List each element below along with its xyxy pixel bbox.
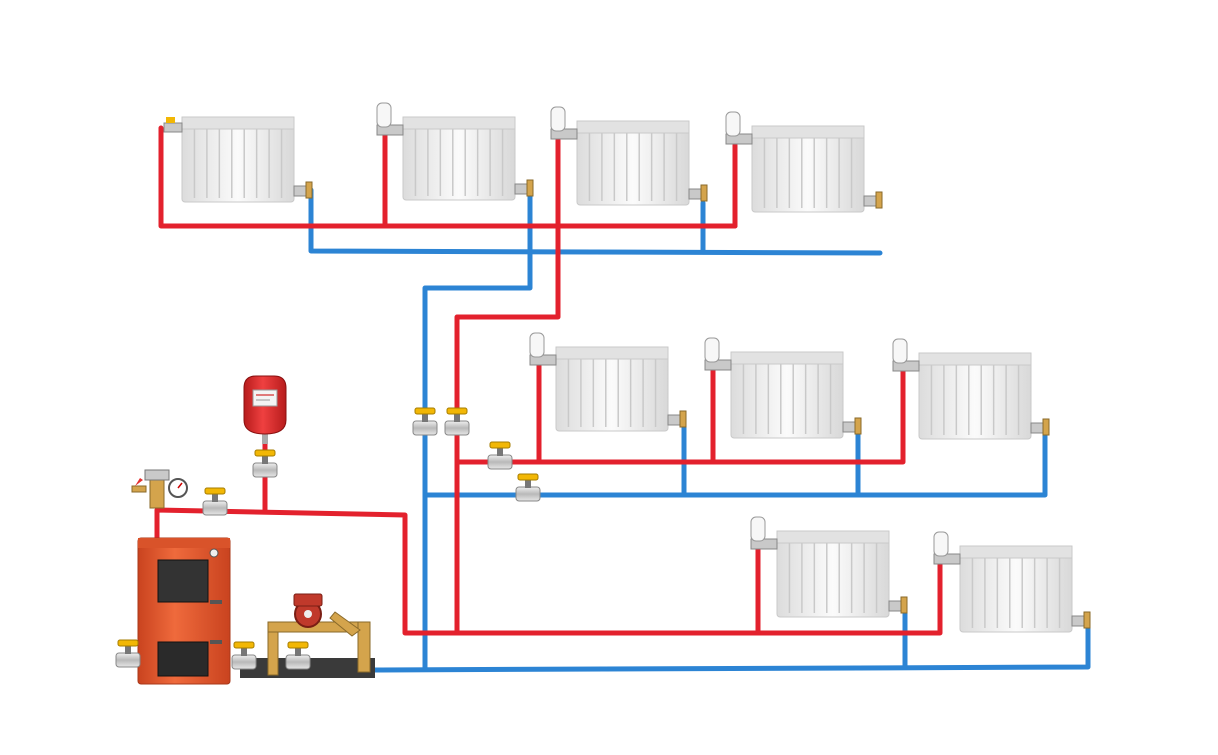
expansion-tank — [243, 375, 287, 444]
supply-pipe-middle-floor — [454, 365, 906, 465]
return-pipe-top-floor — [308, 187, 883, 256]
boiler-ash-door — [157, 641, 209, 677]
ball-valve-boiler-drain — [115, 639, 141, 668]
supply-pipes — [154, 125, 943, 636]
safety-group — [131, 469, 188, 509]
return-valve-icon — [514, 179, 534, 197]
radiator-top-1 — [163, 116, 313, 203]
ball-valve-middle-supply — [487, 441, 513, 470]
thermostatic-valve-icon — [892, 338, 920, 372]
thermostatic-valve-icon — [529, 332, 557, 366]
radiator-middle-2 — [704, 337, 862, 439]
radiator-ground-1 — [750, 516, 908, 618]
supply-pipe-boiler — [154, 507, 943, 636]
return-pipe-ground-floor — [367, 612, 1091, 673]
ball-valve-middle-return — [515, 473, 541, 502]
ball-valve-supply-riser — [444, 407, 470, 436]
ball-valve-return-riser — [412, 407, 438, 436]
thermostatic-valve-icon — [933, 531, 961, 565]
thermostatic-valve-icon — [750, 516, 778, 550]
radiator-top-3 — [550, 106, 708, 206]
boiler-gauge-icon — [209, 548, 219, 558]
radiator-ground-2 — [933, 531, 1091, 633]
ball-valve-boiler-return — [231, 641, 257, 670]
return-valve-icon — [1071, 611, 1091, 629]
supply-pipe-top-floor — [158, 125, 738, 229]
return-pipe-middle-floor — [422, 425, 1048, 498]
valves — [115, 407, 541, 670]
return-riser — [422, 248, 533, 671]
return-valve-icon — [688, 184, 708, 202]
ball-valve-pump-bypass — [285, 641, 311, 670]
supply-riser — [454, 223, 561, 636]
return-valve-icon — [863, 191, 883, 209]
radiator-middle-3 — [892, 338, 1050, 440]
return-valve-icon — [888, 596, 908, 614]
radiator-top-2 — [376, 102, 534, 201]
radiators — [163, 102, 1091, 633]
radiator-middle-1 — [529, 332, 687, 432]
thermostatic-valve-icon — [725, 111, 753, 145]
ball-valve-boiler-supply — [202, 487, 228, 516]
return-pipes — [308, 187, 1091, 673]
return-valve-icon — [842, 417, 862, 435]
ball-valve-expansion-tank — [252, 449, 278, 478]
boiler-top-door — [157, 559, 209, 603]
boiler — [137, 537, 231, 685]
thermostatic-valve-icon — [704, 337, 732, 371]
return-valve-icon — [667, 410, 687, 428]
return-valve-icon — [293, 181, 313, 199]
return-valve-icon — [1030, 418, 1050, 436]
thermostatic-valve-icon — [376, 102, 404, 136]
brass-valve-icon — [163, 117, 183, 133]
thermostatic-valve-icon — [550, 106, 578, 140]
radiator-top-4 — [725, 111, 883, 213]
